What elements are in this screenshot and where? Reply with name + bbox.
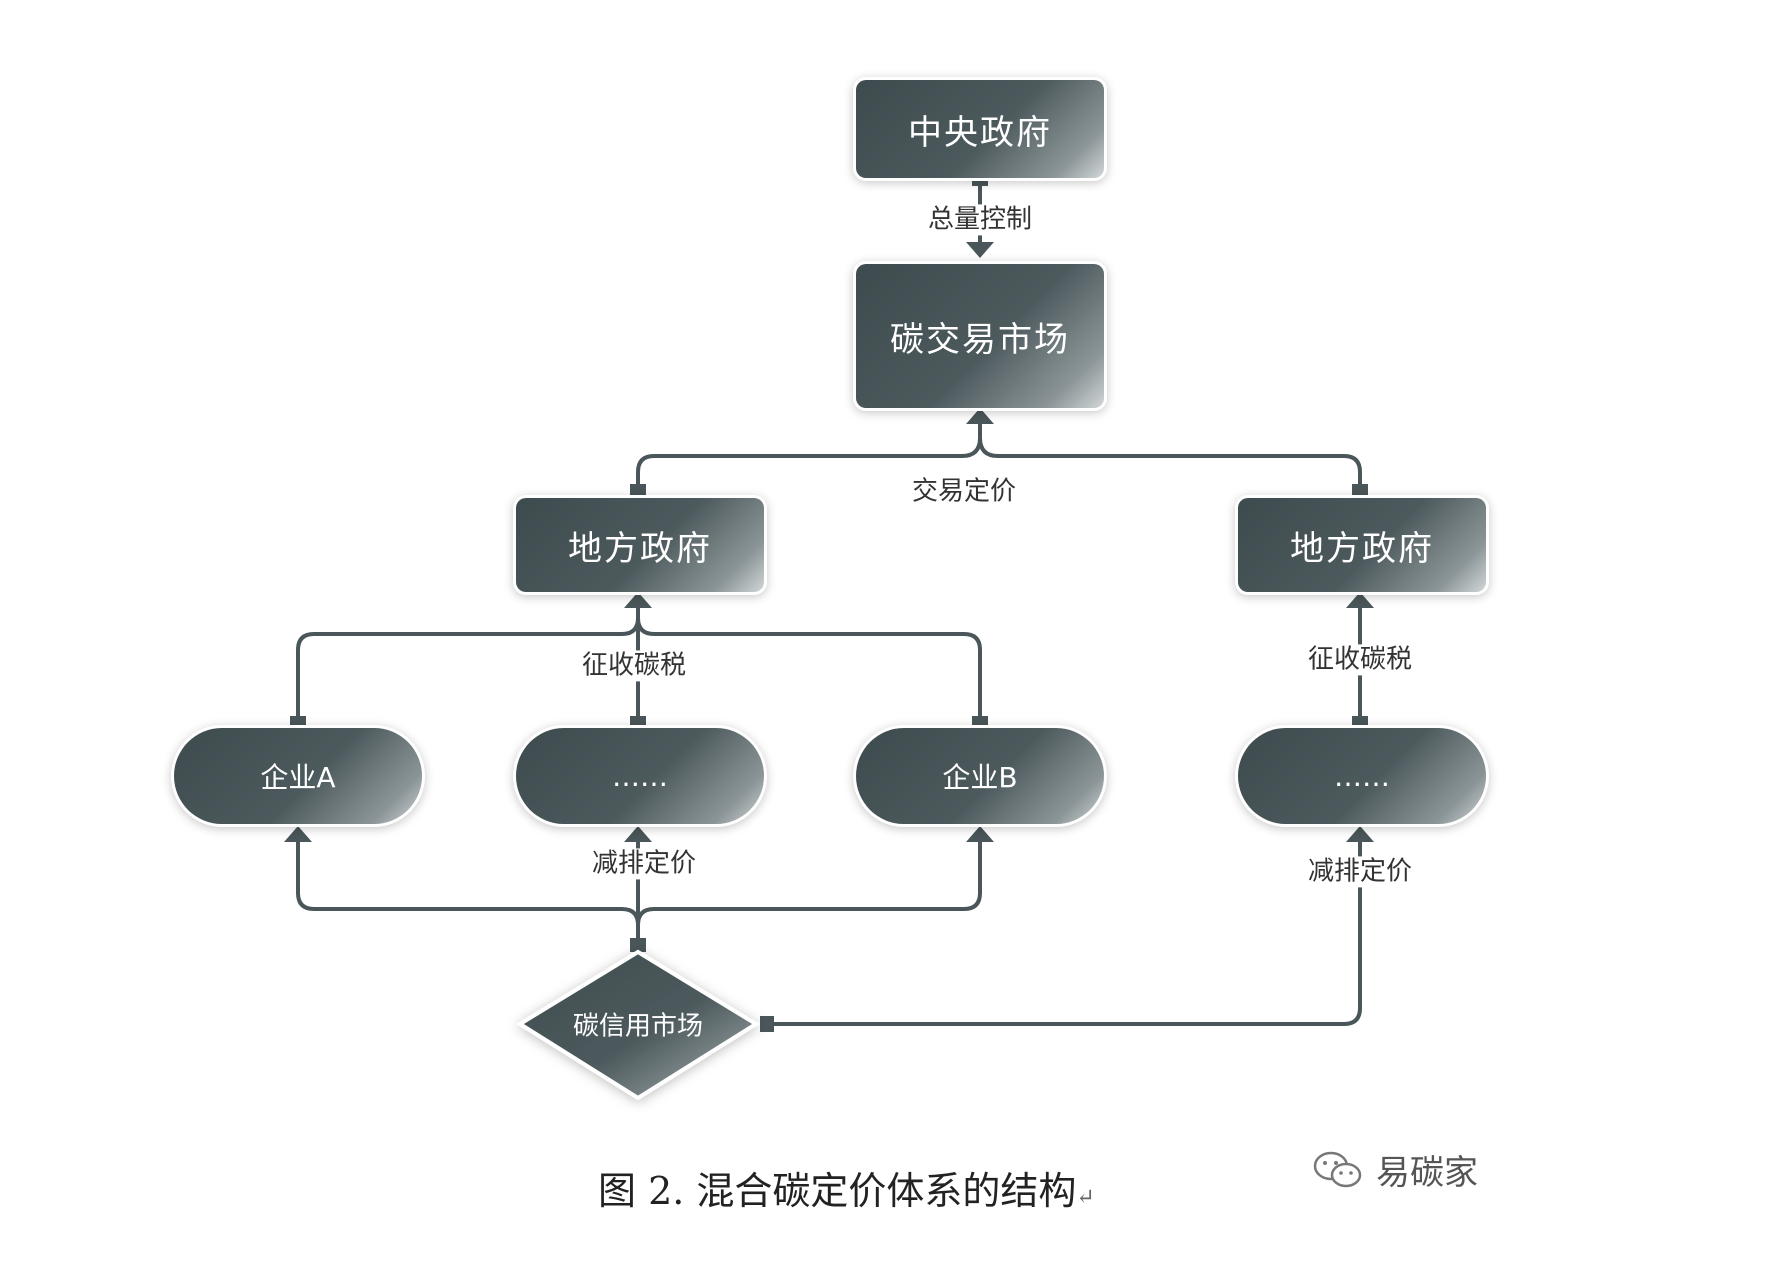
edge-label-tax-left: 征收碳税	[575, 650, 693, 682]
arrowhead-down	[966, 242, 994, 258]
edge-source-marker	[760, 1016, 774, 1032]
arrowhead-up	[966, 408, 994, 424]
local-government-left-node: 地方政府	[516, 498, 764, 592]
arrowhead-up	[1346, 826, 1374, 842]
edge-source-marker	[630, 716, 646, 730]
edge-credit-to-dots-right	[768, 842, 1362, 1026]
enterprise-ellipsis-left-node: ……	[516, 728, 764, 824]
edge-source-marker	[630, 938, 646, 952]
enterprise-ellipsis-right-node: ……	[1238, 728, 1486, 824]
edge-label-tax-right: 征收碳税	[1301, 644, 1419, 676]
edge-local-right-to-market	[978, 424, 1362, 492]
credit-market-label: 碳信用市场	[572, 1011, 704, 1042]
watermark-text: 易碳家	[1376, 1153, 1478, 1193]
enterprise-b-node: 企业B	[856, 728, 1104, 824]
watermark: 易碳家	[1312, 1145, 1478, 1194]
edge-source-marker	[1352, 716, 1368, 730]
arrowhead-up	[966, 826, 994, 842]
edge-label-reduction-left: 减排定价	[585, 848, 703, 880]
edge-source-marker	[290, 716, 306, 730]
edge-label-trade-pricing: 交易定价	[905, 476, 1023, 508]
arrowhead-up	[284, 826, 312, 842]
arrowhead-up	[624, 592, 652, 608]
edge-label-total-control: 总量控制	[921, 204, 1039, 236]
edge-source-marker	[1352, 484, 1368, 498]
arrowhead-up	[1346, 592, 1374, 608]
figure-caption-text: 图 2. 混合碳定价体系的结构	[598, 1169, 1077, 1213]
edge-source-marker	[972, 716, 988, 730]
enterprise-a-node: 企业A	[174, 728, 422, 824]
paragraph-mark: ↵	[1076, 1185, 1095, 1210]
local-government-right-node: 地方政府	[1238, 498, 1486, 592]
edge-label-reduction-right: 减排定价	[1301, 856, 1419, 888]
carbon-trading-market-node: 碳交易市场	[856, 264, 1104, 408]
credit-market-diamond	[516, 949, 760, 1101]
arrowhead-up	[624, 826, 652, 842]
edge-source-marker	[630, 484, 646, 498]
figure-caption: 图 2. 混合碳定价体系的结构↵	[598, 1160, 1095, 1215]
central-government-node: 中央政府	[856, 80, 1104, 178]
wechat-icon	[1313, 1151, 1362, 1187]
